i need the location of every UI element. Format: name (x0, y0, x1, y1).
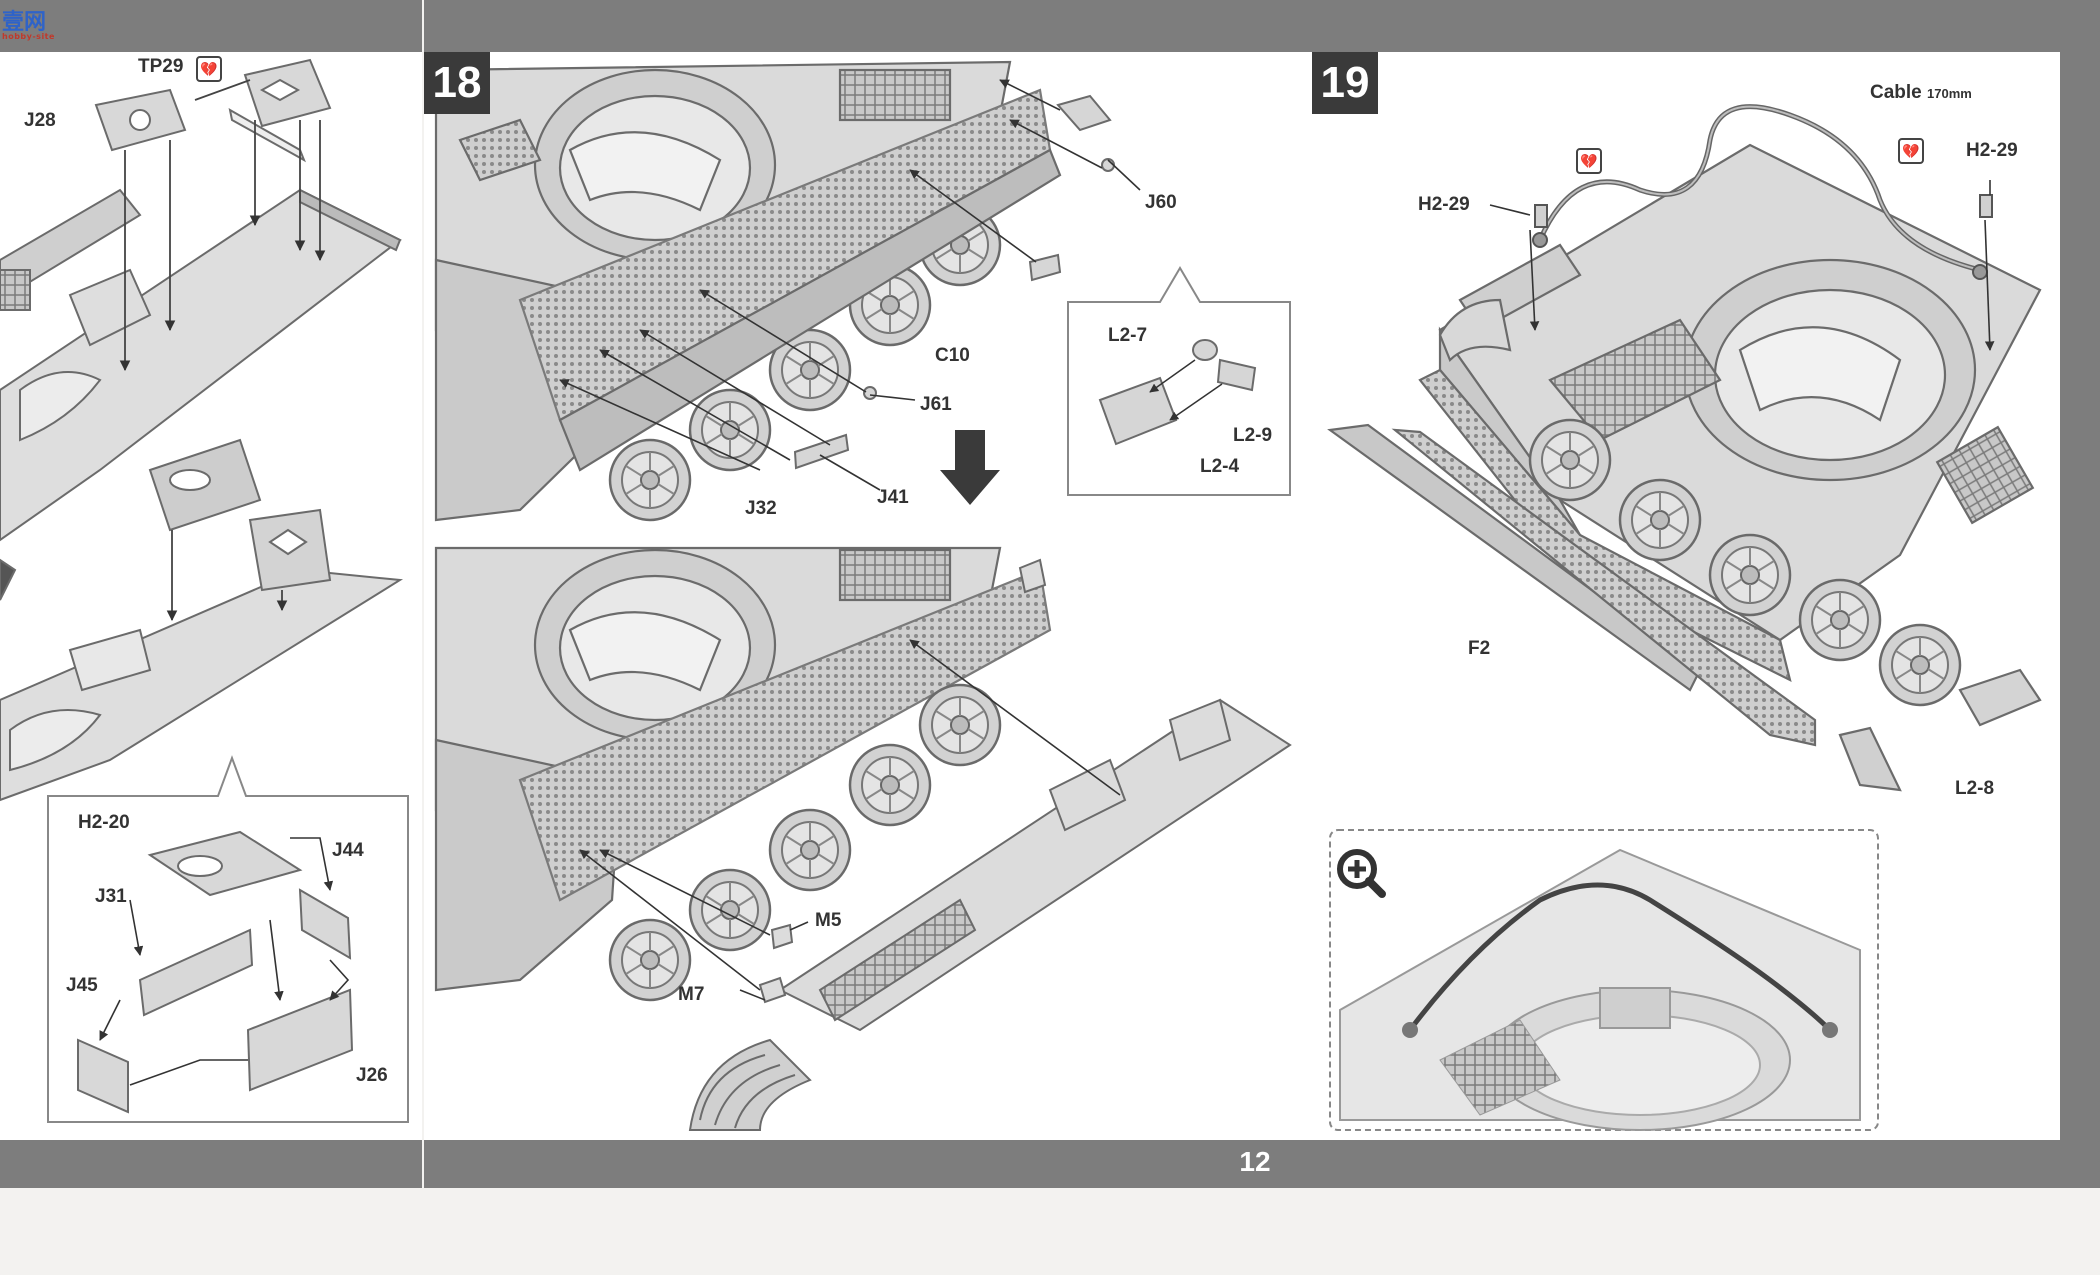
step19-zoom-box (1329, 829, 1879, 1131)
part-label-h2-29-right: H2-29 (1966, 140, 2018, 161)
part-label-tp29: TP29 (138, 56, 184, 77)
part-label-l2-8: L2-8 (1955, 778, 1995, 799)
site-logo: 壹网 hobby-site (2, 4, 66, 42)
right-edge-band (2060, 0, 2100, 1188)
part-label-j26: J26 (356, 1065, 388, 1086)
step18-inset-box (1067, 266, 1291, 496)
broken-heart-icon: 💔 (196, 56, 222, 82)
cable-length: 170mm (1927, 86, 1972, 101)
part-label-j28: J28 (24, 110, 56, 131)
step18-upper-arrows (559, 79, 1141, 491)
step18-lower-hull (434, 546, 1052, 1002)
page-number: 12 (1239, 1146, 1271, 1177)
step18-down-arrow (940, 430, 1000, 505)
bottom-band-left (0, 1140, 422, 1188)
part-label-l2-9: L2-9 (1233, 425, 1273, 446)
step19-cable-and-parts (1532, 104, 1993, 280)
left-top-arrows (119, 79, 326, 372)
site-logo-tag: hobby-site (2, 32, 55, 41)
part-label-j31: J31 (95, 886, 127, 907)
cable-label: Cable 170mm (1870, 82, 1972, 104)
part-label-h2-20: H2-20 (78, 812, 130, 833)
part-label-m5: M5 (815, 910, 842, 931)
bottom-band-right (424, 1140, 2100, 1188)
step19-arrows (1489, 180, 1995, 351)
part-label-j44: J44 (332, 840, 364, 861)
part-label-j61: J61 (920, 394, 952, 415)
part-label-j60: J60 (1145, 192, 1177, 213)
part-label-h2-29-left: H2-29 (1418, 194, 1470, 215)
step18-lower-fender (688, 558, 1292, 1131)
part-label-j41: J41 (877, 487, 909, 508)
part-label-j45: J45 (66, 975, 98, 996)
step19-fenders (1327, 423, 1902, 792)
left-detail-box (47, 755, 409, 1123)
top-band-left (0, 0, 422, 52)
step18-lower-arrows (579, 639, 1121, 1001)
broken-heart-icon: 💔 (1576, 148, 1602, 174)
step19-hull (1418, 143, 2042, 727)
cable-label-text: Cable (1870, 82, 1922, 103)
part-label-j32: J32 (745, 498, 777, 519)
part-label-l2-7: L2-7 (1108, 325, 1148, 346)
step-19-badge: 19 (1312, 52, 1378, 114)
left-mid-assembly (0, 438, 404, 802)
top-band-right (424, 0, 2100, 52)
broken-heart-icon: 💔 (1898, 138, 1924, 164)
magnifier-plus-icon (1337, 849, 1386, 898)
step18-upper-hull (434, 60, 1062, 522)
step-18-badge: 18 (424, 52, 490, 114)
left-top-assembly (0, 58, 402, 542)
part-label-f2: F2 (1468, 638, 1491, 659)
part-label-m7: M7 (678, 984, 705, 1005)
site-logo-glyphs: 壹网 (2, 10, 47, 35)
step18-upper-parts (793, 94, 1115, 470)
part-label-c10: C10 (935, 345, 970, 366)
part-label-l2-4: L2-4 (1200, 456, 1240, 477)
